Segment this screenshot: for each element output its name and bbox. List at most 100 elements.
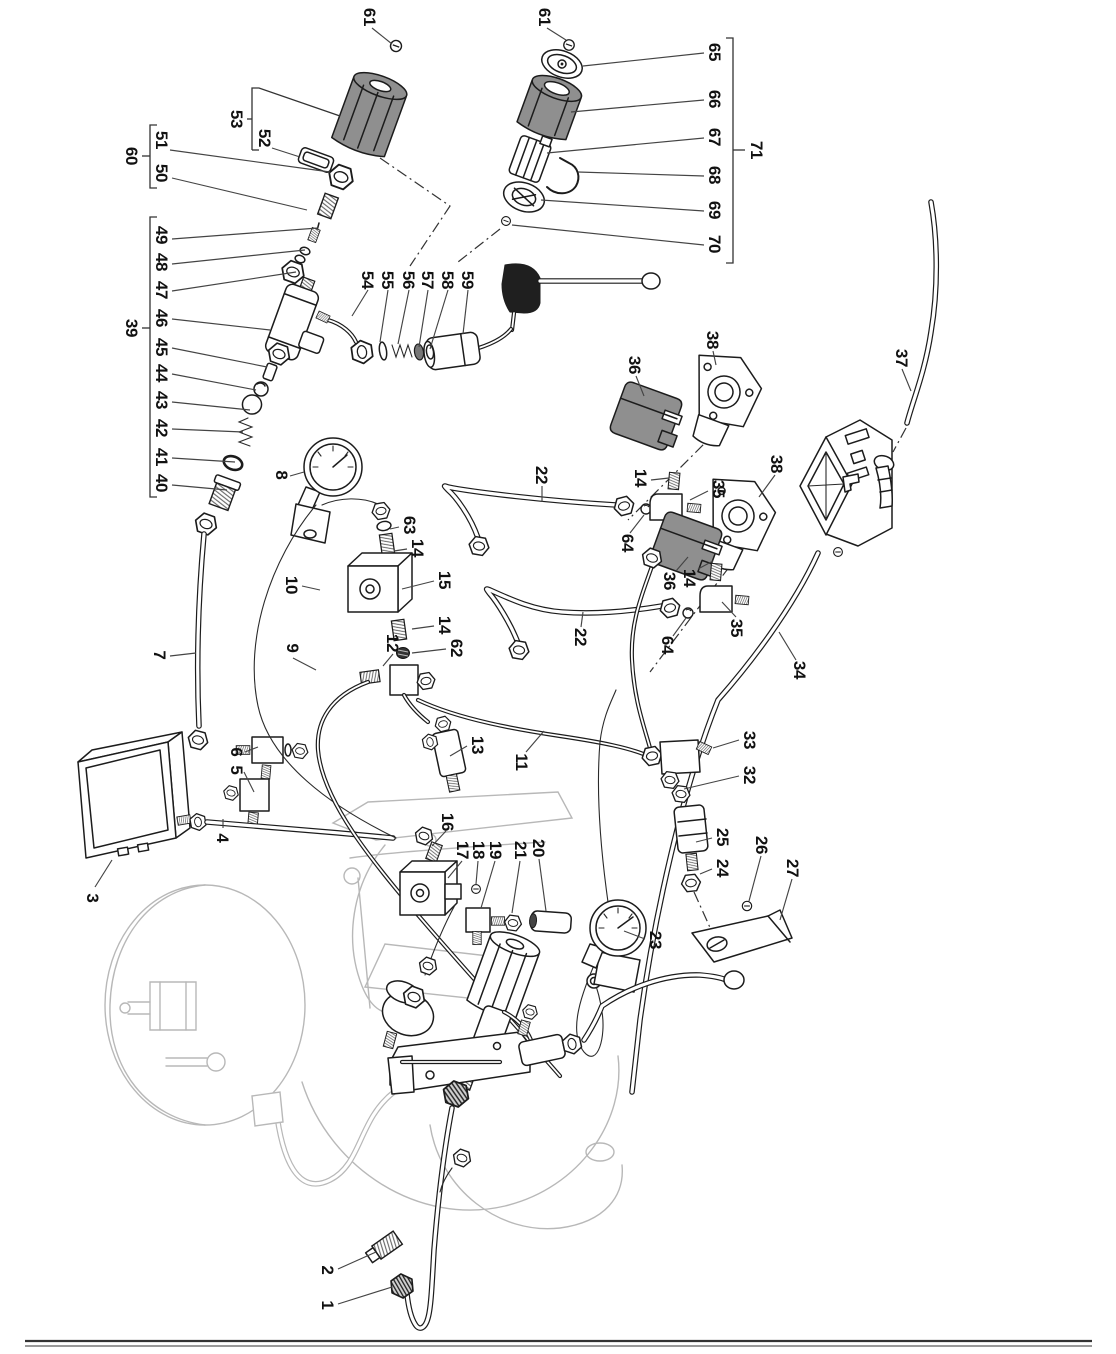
part-label-7: 7 (150, 650, 197, 660)
svg-text:34: 34 (790, 661, 809, 680)
part-label-5: 5 (227, 765, 255, 793)
part-label-19: 19 (480, 841, 505, 909)
nipple-2 (364, 1230, 404, 1264)
svg-text:23: 23 (646, 931, 665, 949)
svg-text:16: 16 (438, 813, 457, 831)
svg-text:18: 18 (469, 841, 488, 859)
part-label-12: 12 (382, 634, 402, 667)
tube-core (403, 694, 429, 723)
svg-text:17: 17 (453, 841, 472, 859)
svg-text:37: 37 (892, 349, 911, 367)
part-label-64: 64 (658, 617, 687, 655)
svg-text:5: 5 (227, 765, 246, 774)
tube-core (511, 312, 515, 331)
tube-core (274, 1090, 396, 1186)
part-label-56: 56 (397, 271, 418, 345)
svg-text:32: 32 (740, 766, 759, 784)
svg-text:21: 21 (511, 841, 530, 859)
svg-text:8: 8 (272, 470, 291, 479)
svg-text:14: 14 (631, 469, 650, 488)
gasket-52 (297, 147, 335, 173)
svg-text:38: 38 (767, 455, 786, 473)
vacuum-valve (381, 980, 435, 1050)
svg-text:33: 33 (740, 731, 759, 749)
part-label-9: 9 (283, 643, 317, 671)
check-valve-25 (673, 804, 709, 872)
part-label-65: 65 (582, 43, 724, 67)
part-label-58: 58 (429, 271, 457, 350)
svg-text:45: 45 (152, 338, 171, 356)
part-label-47: 47 (152, 271, 297, 299)
svg-text:49: 49 (152, 226, 171, 244)
pressure-switch-assembly (77, 731, 396, 859)
grouphead-fittings (399, 824, 572, 946)
steam-valve-assembly (185, 38, 408, 752)
svg-text:26: 26 (752, 836, 771, 854)
svg-text:13: 13 (468, 736, 487, 754)
svg-text:65: 65 (705, 43, 724, 61)
part-label-22: 22 (532, 466, 551, 502)
part-label-11: 11 (512, 730, 545, 771)
svg-text:38: 38 (703, 331, 722, 349)
tube-core (327, 319, 357, 343)
part-label-18: 18 (469, 841, 488, 885)
part-label-33: 33 (712, 731, 759, 749)
part-label-10: 10 (282, 576, 321, 594)
part-label-25: 25 (695, 828, 732, 846)
svg-text:14: 14 (408, 539, 427, 558)
svg-text:51: 51 (152, 131, 171, 149)
svg-text:7: 7 (150, 650, 169, 659)
part-label-17: 17 (447, 841, 472, 879)
part-label-34: 34 (778, 631, 809, 680)
svg-text:40: 40 (152, 474, 171, 492)
part-label-2: 2 (318, 1251, 377, 1275)
svg-text:62: 62 (447, 639, 466, 657)
part-label-61: 61 (360, 8, 393, 45)
svg-text:50: 50 (152, 164, 171, 182)
svg-text:44: 44 (152, 364, 171, 383)
tube-core (196, 532, 206, 728)
knob-66 (516, 74, 583, 141)
part-label-38: 38 (703, 331, 722, 366)
tube-core (443, 484, 618, 540)
svg-text:15: 15 (435, 571, 454, 589)
part-label-21: 21 (511, 841, 530, 914)
water-box (799, 419, 895, 557)
manifold-plate (387, 1003, 540, 1095)
tube-core (417, 699, 651, 758)
part-label-62: 62 (411, 639, 466, 657)
group-bracket-60: 60 (122, 124, 157, 189)
part-label-69: 69 (540, 199, 724, 219)
part-label-32: 32 (683, 766, 759, 790)
svg-text:55: 55 (378, 271, 397, 289)
tube-core (630, 565, 653, 749)
part-label-40: 40 (152, 474, 228, 492)
group-bracket-39: 39 (122, 216, 157, 498)
part-label-24: 24 (699, 859, 732, 878)
svg-text:69: 69 (705, 201, 724, 219)
svg-text:12: 12 (383, 634, 402, 652)
svg-text:60: 60 (122, 147, 141, 165)
part-label-16: 16 (431, 813, 457, 847)
tube-core (582, 973, 728, 1042)
part-label-36: 36 (660, 556, 689, 590)
svg-text:20: 20 (529, 839, 548, 857)
svg-text:11: 11 (512, 753, 531, 770)
svg-text:53: 53 (227, 110, 246, 128)
part-label-49: 49 (152, 226, 319, 244)
cap-65 (541, 49, 583, 79)
svg-text:39: 39 (122, 319, 141, 337)
part-label-36: 36 (625, 356, 645, 397)
svg-text:10: 10 (282, 576, 301, 594)
pump-gauge-23 (576, 689, 647, 1057)
svg-text:36: 36 (660, 572, 679, 590)
part-label-23: 23 (623, 930, 665, 949)
part-label-54: 54 (351, 271, 377, 317)
part-label-68: 68 (577, 166, 724, 184)
part-label-44: 44 (152, 364, 257, 391)
svg-text:6: 6 (227, 747, 246, 756)
part-label-55: 55 (378, 271, 397, 343)
fitting-13 (420, 728, 467, 793)
tube-core (905, 200, 938, 425)
